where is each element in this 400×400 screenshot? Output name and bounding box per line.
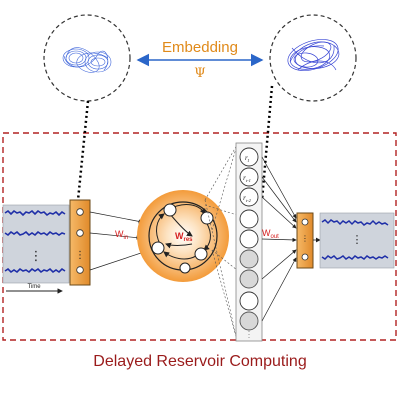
left-dotted-connector	[76, 100, 90, 201]
reservoir-node-2	[200, 211, 214, 225]
reservoir-node-4	[194, 247, 208, 261]
state-node-rt: rt	[239, 147, 259, 167]
reservoir-node-1	[163, 203, 177, 217]
output-signal-panel: ⋮	[319, 212, 395, 269]
left-attractor-panel	[43, 14, 131, 102]
delay-node-gray-2	[239, 269, 259, 289]
state-node-rt-2: rt-2	[239, 187, 259, 207]
lorenz-attractor-icon	[62, 47, 112, 73]
input-signal-panel: ⋮ Time	[2, 204, 70, 294]
embedded-attractor-icon	[287, 39, 340, 71]
w-res-label: Wres	[175, 231, 193, 243]
output-layer-ellipsis: ⋮	[301, 234, 309, 243]
svg-text:rt-1: rt-1	[243, 174, 251, 183]
w-out-label: Wout	[262, 228, 279, 240]
output-signal-2	[321, 255, 389, 260]
output-layer: ⋮	[296, 212, 314, 269]
embedding-label: Embedding	[162, 39, 238, 56]
input-layer-ellipsis: ⋮	[75, 250, 85, 261]
input-node-2	[76, 229, 84, 237]
reservoir-node-3	[151, 241, 165, 255]
delay-fan-lines	[204, 144, 238, 341]
output-signal-1	[321, 219, 389, 226]
delay-node-white-1	[239, 209, 259, 229]
reservoir: Wres	[137, 190, 229, 282]
w-in-label: Win	[115, 229, 128, 241]
input-to-reservoir-arrows	[89, 211, 145, 271]
delay-node-gray-3	[239, 311, 259, 331]
delay-state-column: rt rt-1 rt-2	[235, 142, 263, 342]
delay-to-output-arrows	[261, 156, 297, 322]
input-signal-2	[4, 230, 66, 237]
state-node-rt-1: rt-1	[239, 167, 259, 187]
right-dotted-connector	[260, 85, 274, 201]
footer-title: Delayed Reservoir Computing	[93, 353, 306, 370]
input-node-1	[76, 208, 84, 216]
reservoir-node-5	[179, 262, 191, 274]
svg-text:rt-2: rt-2	[243, 194, 251, 203]
output-ellipsis: ⋮	[352, 233, 363, 246]
right-attractor-panel	[269, 14, 357, 102]
output-node-1	[301, 218, 309, 226]
input-signal-3	[4, 267, 66, 274]
input-ellipsis: ⋮	[30, 249, 43, 264]
output-node-2	[301, 253, 309, 261]
time-axis-label: Time	[27, 284, 41, 290]
input-signal-1	[4, 209, 66, 217]
svg-text:rt: rt	[245, 154, 250, 164]
delay-node-white-2	[239, 229, 259, 249]
psi-symbol: Ψ	[194, 66, 205, 81]
delay-node-gray-1	[239, 249, 259, 269]
input-node-3	[76, 266, 84, 274]
input-layer: ⋮	[69, 199, 91, 286]
delay-node-white-3	[239, 291, 259, 311]
